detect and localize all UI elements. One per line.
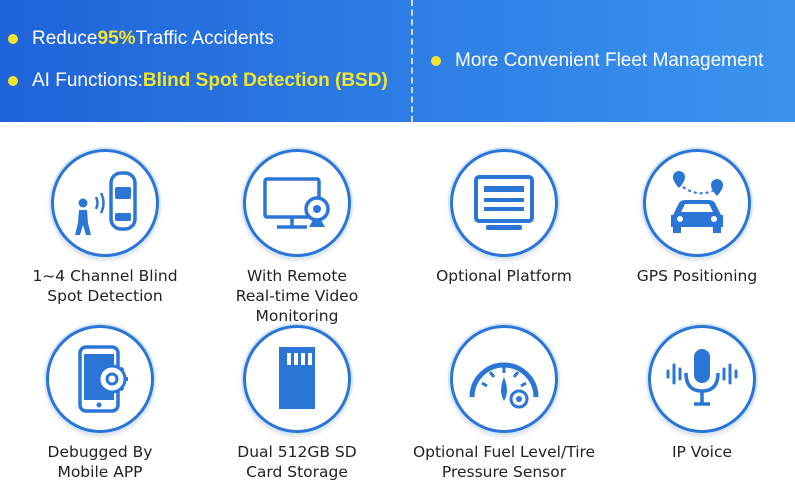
feature-sd-storage: Dual 512GB SD Card Storage	[197, 325, 397, 482]
top-banner: Reduce 95% Traffic Accidents AI Function…	[0, 0, 795, 122]
bullet-dot	[431, 56, 441, 66]
platform-screen-icon	[474, 175, 534, 230]
feature-label: With Remote Real-time Video Monitoring	[235, 267, 359, 325]
mobile-settings-icon	[78, 345, 128, 413]
feature-gps: GPS Positioning	[597, 149, 795, 286]
feature-label: GPS Positioning	[636, 267, 758, 285]
feature-icon-circle	[450, 149, 558, 257]
fuel-gauge-tire-icon	[469, 362, 539, 409]
sd-card-icon	[279, 347, 315, 409]
bullet-dot	[8, 34, 18, 44]
feature-label: 1~4 Channel Blind Spot Detection	[32, 267, 178, 305]
feature-icon-circle	[243, 149, 351, 257]
monitor-camera-icon	[263, 177, 330, 229]
feature-icon-circle	[643, 149, 751, 257]
feature-label: Optional Fuel Level/Tire Pressure Sensor	[412, 443, 596, 481]
banner-divider	[411, 0, 413, 122]
feature-remote-monitoring: With Remote Real-time Video Monitoring	[197, 149, 397, 326]
feature-label: Dual 512GB SD Card Storage	[237, 443, 357, 481]
feature-label: Debugged By Mobile APP	[47, 443, 153, 481]
feature-mobile-app: Debugged By Mobile APP	[0, 325, 200, 482]
feature-label: Optional Platform	[436, 267, 572, 285]
feature-icon-circle	[51, 149, 159, 257]
feature-blind-spot: 1~4 Channel Blind Spot Detection	[5, 149, 205, 306]
feature-icon-circle	[46, 325, 154, 433]
feature-ip-voice: IP Voice	[602, 325, 795, 462]
feature-icon-circle	[243, 325, 351, 433]
blind-spot-car-pedestrian-icon	[75, 171, 137, 235]
feature-icon-circle	[648, 325, 756, 433]
feature-label: IP Voice	[671, 443, 733, 461]
banner-line-accidents: Reduce 95% Traffic Accidents	[8, 28, 274, 50]
feature-platform: Optional Platform	[404, 149, 604, 286]
microphone-icon	[666, 349, 738, 406]
feature-fuel-tire-sensor: Optional Fuel Level/Tire Pressure Sensor	[404, 325, 604, 482]
banner-line-fleet: More Convenient Fleet Management	[431, 50, 763, 72]
gps-car-route-icon	[671, 171, 723, 233]
feature-icon-circle	[450, 325, 558, 433]
banner-line-ai-functions: AI Functions:Blind Spot Detection (BSD)	[8, 70, 388, 92]
bullet-dot	[8, 76, 18, 86]
